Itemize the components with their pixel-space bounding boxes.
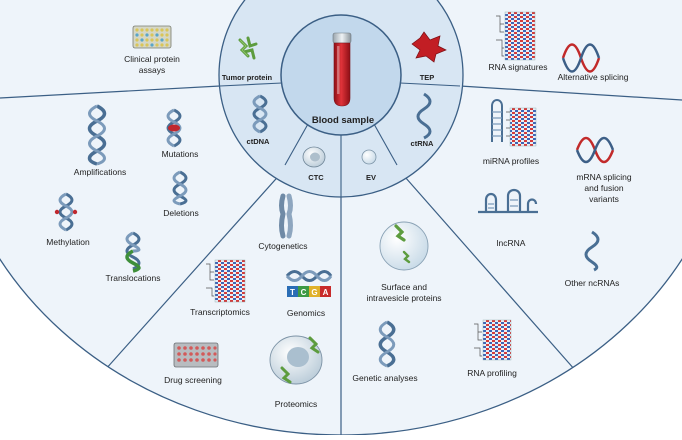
ctc-icon [302, 146, 326, 168]
genetic-analyses-dna-icon [378, 320, 396, 368]
methylation-dna-icon [54, 192, 78, 232]
sector-lines [0, 85, 682, 435]
tumor-protein-icon [238, 36, 258, 60]
tep-icon [411, 31, 447, 63]
ctrna-label: ctRNA [411, 139, 435, 148]
lncrna-label: lncRNA [497, 238, 526, 248]
surface-proteins-label-1: Surface and [381, 282, 427, 292]
clinical-protein-label-2: assays [139, 65, 165, 75]
translocations-label: Translocations [106, 273, 161, 283]
drug-screening-label: Drug screening [164, 375, 222, 385]
mutation-dna-icon [166, 108, 182, 148]
ctrna-icon [416, 92, 432, 140]
mirna-profiles-label: miRNA profiles [483, 156, 539, 166]
alternative-splicing-icon [561, 43, 601, 73]
deletions-label: Deletions [163, 208, 198, 218]
proteomics-cell-icon [269, 335, 323, 385]
amplifications-label: Amplifications [74, 167, 126, 177]
tumor-protein-label: Tumor protein [222, 73, 273, 82]
rna-profiling-label: RNA profiling [467, 368, 517, 378]
mirna-heatmap-icon [506, 107, 537, 147]
blood-tube-icon [332, 32, 352, 107]
tep-label: TEP [420, 73, 435, 82]
mrna-splicing-icon [575, 136, 615, 164]
genomics-label: Genomics [287, 308, 325, 318]
mrna-splicing-label-2: and fusion [584, 183, 623, 193]
mrna-splicing-label-1: mRNA splicing [576, 172, 632, 182]
chromosome-icon [279, 193, 293, 239]
ev-icon [361, 149, 377, 165]
mrna-splicing-label-3: variants [589, 194, 619, 204]
lncrna-icon [478, 188, 538, 214]
mirna-hairpin-icon [491, 99, 503, 142]
ctc-label: CTC [308, 173, 324, 182]
other-ncrnas-icon [584, 230, 600, 272]
surface-proteins-label-2: intravesicle proteins [366, 293, 441, 303]
alternative-splicing-label: Alternative splicing [558, 72, 629, 82]
clinical-protein-label-1: Clinical protein [124, 54, 180, 64]
cytogenetics-label: Cytogenetics [258, 241, 307, 251]
methylation-label: Methylation [46, 237, 90, 247]
well-plate-icon [132, 25, 172, 49]
proteomics-label: Proteomics [275, 399, 318, 409]
amplification-dna-icon [87, 104, 107, 166]
ev-label: EV [366, 173, 376, 182]
deletion-dna-icon [172, 170, 188, 206]
rna-signatures-heatmap-icon [496, 11, 536, 61]
genetic-analyses-label: Genetic analyses [352, 373, 417, 383]
tcga-letter-c: C [301, 288, 307, 297]
rna-signatures-label: RNA signatures [488, 62, 547, 72]
rna-profiling-heatmap-icon [474, 319, 512, 361]
mutations-label: Mutations [162, 149, 199, 159]
ctdna-icon [252, 94, 268, 134]
drug-screening-plate-icon [173, 342, 219, 368]
transcriptomics-heatmap-icon [206, 259, 246, 303]
other-ncrnas-label: Other ncRNAs [565, 278, 620, 288]
ctdna-label: ctDNA [247, 137, 271, 146]
vesicle-protein-icon [379, 221, 429, 271]
genomics-icon [285, 270, 333, 297]
center-label: Blood sample [312, 115, 374, 126]
inner-ring-dividers [219, 82, 461, 197]
tcga-letter-g: G [311, 288, 317, 297]
tcga-letter-t: T [290, 288, 295, 297]
transcriptomics-label: Transcriptomics [190, 307, 250, 317]
translocation-dna-icon [125, 231, 141, 273]
tcga-letter-a: A [323, 288, 329, 297]
